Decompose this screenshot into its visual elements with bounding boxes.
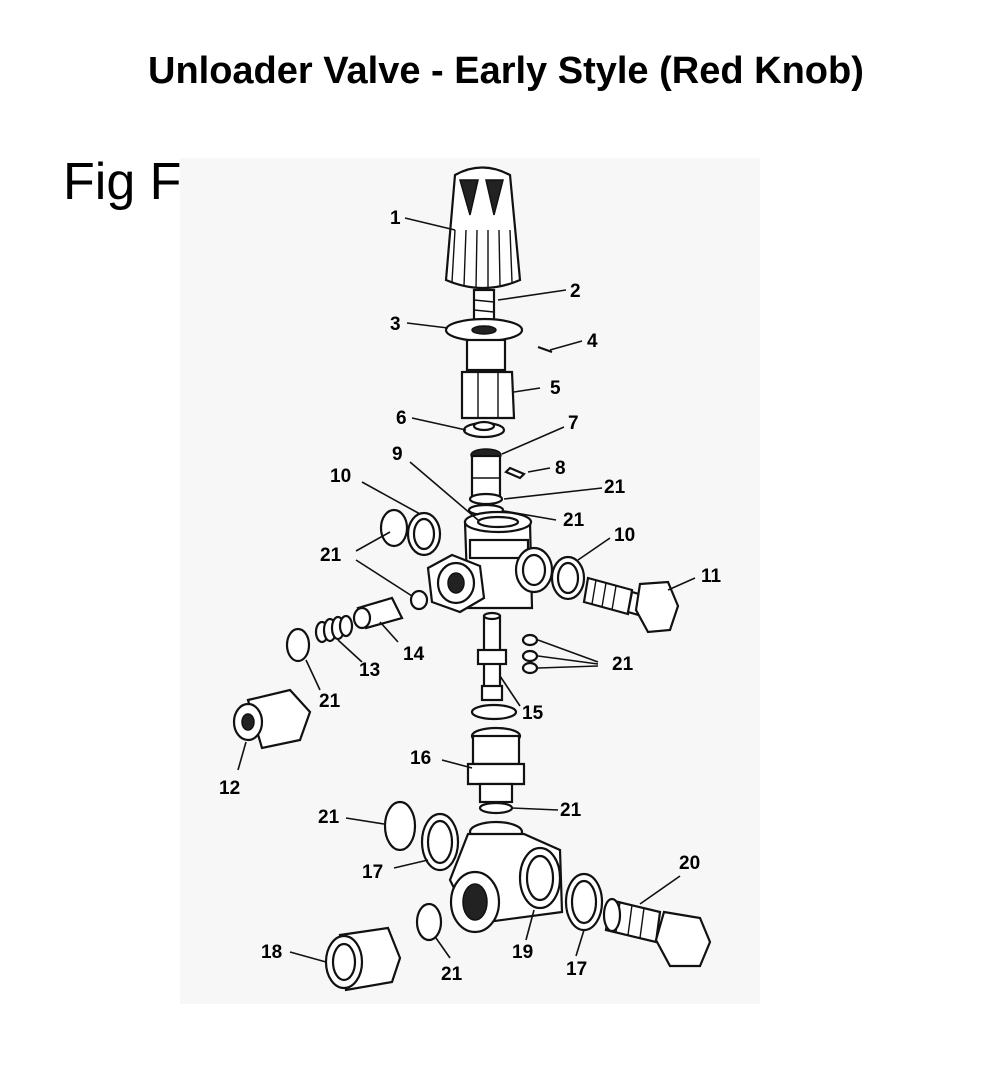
callout-7: 7: [568, 413, 579, 434]
figure-label: Fig F: [63, 153, 182, 211]
part-16-seat: [466, 726, 526, 804]
part-18-fitting: [324, 926, 402, 992]
callout-21-seat-oring: 21: [560, 800, 582, 821]
part-21-oring-d: [409, 589, 429, 611]
part-21-oring-h: [521, 661, 539, 675]
part-21-oring-j: [383, 800, 417, 852]
part-1-knob: [444, 166, 522, 290]
part-10-seal-left: [406, 511, 442, 557]
callout-21-left-pair: 21: [320, 545, 342, 566]
callout-21-lower-left: 21: [318, 807, 340, 828]
part-4-pin: [537, 345, 553, 354]
part-15-shaft: [470, 611, 518, 721]
part-3-washer: [444, 317, 524, 343]
callout-numbers: 1 2 3 4 5 6 7 8 9 21 10 21 21 10 11 21 1…: [219, 208, 722, 985]
part-20-plug: [602, 897, 712, 968]
callout-21-piston-upper: 21: [604, 477, 626, 498]
part-21-oring-i: [478, 801, 514, 815]
diagram-title: Unloader Valve - Early Style (Red Knob): [148, 50, 864, 92]
part-5-hex-housing: [460, 338, 516, 420]
callout-18: 18: [261, 942, 282, 963]
part-8-pin: [504, 466, 526, 480]
callout-16: 16: [410, 748, 431, 769]
part-21-oring-f: [521, 633, 539, 647]
callout-19: 19: [512, 942, 533, 963]
callout-9: 9: [392, 444, 403, 465]
callout-10-right: 10: [614, 525, 635, 546]
callout-10-left: 10: [330, 466, 351, 487]
part-11-plug: [582, 576, 680, 634]
callout-1: 1: [390, 208, 401, 229]
callout-8: 8: [555, 458, 566, 479]
callout-3: 3: [390, 314, 401, 335]
part-9-upper-body: [426, 510, 554, 614]
callout-21-spring-oring: 21: [319, 691, 341, 712]
callout-14: 14: [403, 644, 425, 665]
callout-21-shaft-orings: 21: [612, 654, 634, 675]
part-13-spring: [314, 614, 354, 644]
part-21-oring-k: [415, 902, 443, 942]
callout-5: 5: [550, 378, 561, 399]
part-12-fitting: [232, 688, 312, 750]
callout-20: 20: [679, 853, 700, 874]
part-17-seal-lower: [564, 872, 604, 932]
callout-21-bottom: 21: [441, 964, 463, 985]
callout-12: 12: [219, 778, 240, 799]
part-21-oring-a: [468, 492, 504, 506]
callout-15: 15: [522, 703, 544, 724]
part-19-lower-body: [448, 820, 564, 934]
part-21-oring-g: [521, 649, 539, 663]
part-21-oring-e: [285, 627, 311, 663]
callout-4: 4: [587, 331, 598, 352]
part-7-piston: [470, 448, 502, 498]
callout-2: 2: [570, 281, 581, 302]
leader-lines: [237, 217, 696, 963]
part-17-seal-upper: [420, 812, 460, 872]
callout-11: 11: [701, 566, 722, 587]
callout-13: 13: [359, 660, 380, 681]
part-21-oring-c: [379, 508, 409, 548]
callout-6: 6: [396, 408, 407, 429]
part-10-seal-right: [550, 555, 586, 601]
callout-21-piston-lower: 21: [563, 510, 585, 531]
part-14-poppet: [352, 596, 404, 630]
callout-17-upper: 17: [362, 862, 383, 883]
part-6-seal: [462, 420, 506, 439]
callout-17-lower: 17: [566, 959, 587, 980]
